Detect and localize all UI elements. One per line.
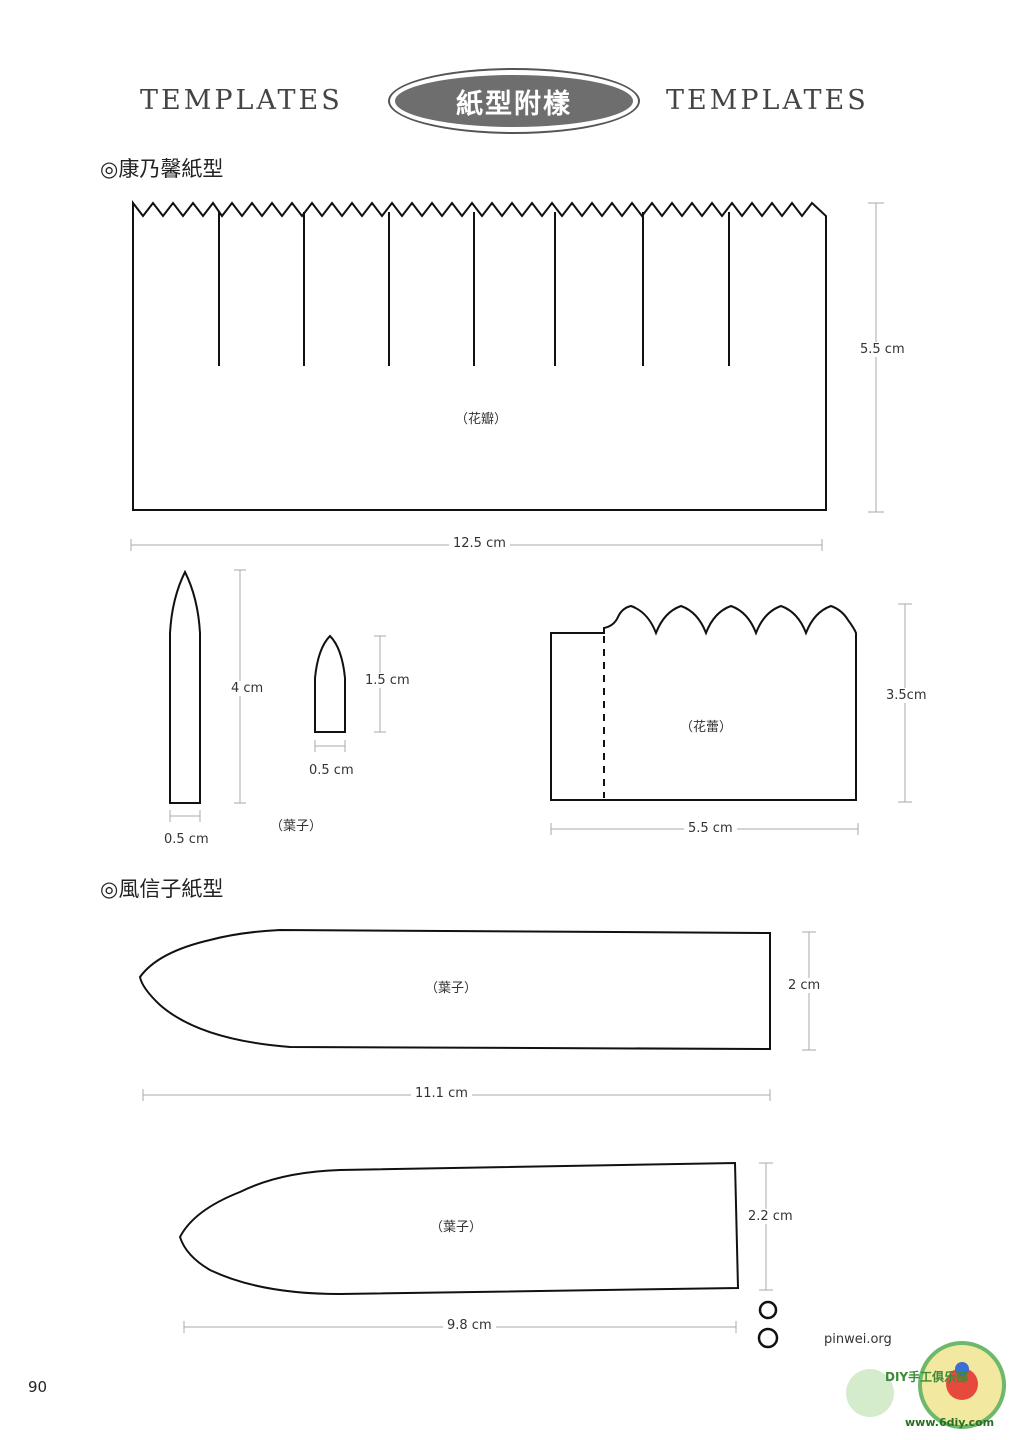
petal-width-dimension: 12.5 cm (449, 536, 510, 551)
leaf-short-height-dimension: 1.5 cm (361, 673, 414, 688)
petal-label: （花瓣） (455, 412, 508, 427)
leaf-long-width-dimension: 0.5 cm (160, 832, 213, 847)
diy-club-watermark (846, 1341, 1006, 1429)
header-templates-right: TEMPLATES (666, 85, 869, 116)
bud-label: （花蕾） (680, 720, 733, 735)
hyacinth-leaf-2-width-dimension: 9.8 cm (443, 1318, 496, 1333)
bud-width-dimension: 5.5 cm (684, 821, 737, 836)
header-badge: 紙型附樣 (388, 68, 640, 134)
leaf-short-width-guide (314, 740, 346, 752)
hyacinth-leaf-1-width-dimension: 11.1 cm (411, 1086, 472, 1101)
leaf-long-width-guide (169, 810, 201, 822)
hyacinth-leaf-2-height-guide (759, 1162, 773, 1291)
hyacinth-leaf-1-label: （葉子） (425, 981, 478, 996)
section-title-carnation: ◎康乃馨紙型 (100, 157, 224, 181)
site-name: pinwei.org (824, 1332, 892, 1347)
bud-height-dimension: 3.5cm (882, 688, 931, 703)
pinwei-logo-mark (757, 1300, 779, 1349)
hyacinth-leaf-2-label: （葉子） (430, 1220, 483, 1235)
hyacinth-leaf-2 (178, 1161, 740, 1296)
leaf-long-height-dimension: 4 cm (227, 681, 268, 696)
leaf-short-width-dimension: 0.5 cm (305, 763, 358, 778)
leaf-label: （葉子） (270, 819, 323, 834)
carnation-petal-slits (218, 212, 730, 366)
header-templates-left: TEMPLATES (140, 85, 343, 116)
hyacinth-leaf-1-height-dimension: 2 cm (784, 978, 825, 993)
hyacinth-leaf-1 (138, 928, 771, 1051)
section-title-hyacinth: ◎風信子紙型 (100, 877, 224, 901)
page-number: 90 (28, 1378, 48, 1396)
petal-height-dimension: 5.5 cm (856, 342, 909, 357)
diy-club-logo-text: DIY手工俱乐部 (885, 1370, 969, 1384)
carnation-leaf-short (314, 634, 346, 733)
carnation-leaf-long (169, 569, 201, 804)
carnation-petal-outline (132, 200, 827, 511)
diy-club-url: www.6diy.com (905, 1416, 995, 1429)
header-badge-text: 紙型附樣 (395, 75, 633, 127)
hyacinth-leaf-2-height-dimension: 2.2 cm (744, 1209, 797, 1224)
carnation-bud-outline (550, 604, 857, 801)
petal-height-guide (868, 202, 884, 513)
bud-height-guide (898, 603, 912, 803)
